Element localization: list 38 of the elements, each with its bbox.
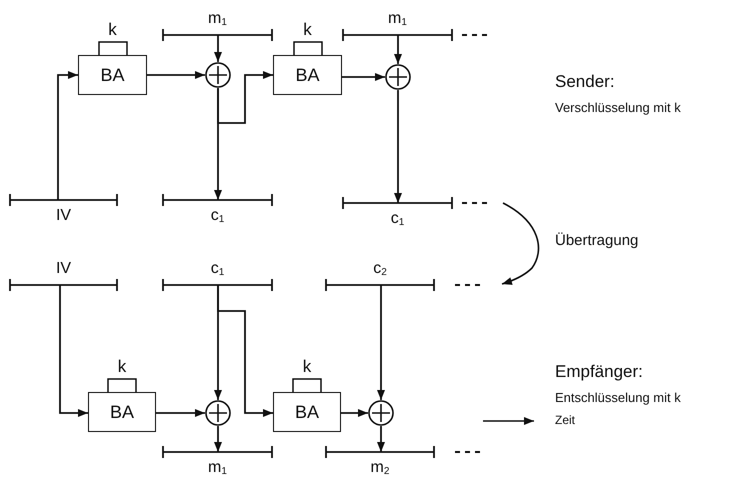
- arrow: [214, 35, 222, 62]
- section-heading: Sender:: [555, 72, 615, 92]
- data-label: c$_{2}$: [372, 259, 388, 279]
- section-heading: Empfänger:: [555, 362, 643, 382]
- data-label: m$_{1}$: [207, 458, 228, 478]
- section-description: Verschlüsselung mit k: [555, 100, 681, 115]
- arrow: [214, 426, 222, 452]
- key-label: k: [107, 21, 118, 39]
- data-label: c$_{1}$: [210, 206, 226, 226]
- key-label: k: [116, 358, 128, 376]
- time-label: Zeit: [555, 413, 576, 427]
- data-label: m$_{1}$: [207, 9, 228, 29]
- data-label: m$_{2}$: [370, 458, 390, 478]
- arrow: [217, 71, 273, 124]
- data-label: c$_{1}$: [210, 259, 226, 279]
- arrow: [377, 285, 385, 400]
- data-label: c$_{1}$: [390, 209, 406, 229]
- arrow: [377, 426, 385, 452]
- block-cipher-box: BA: [273, 55, 342, 95]
- arrow: [342, 73, 385, 81]
- arrow: [341, 409, 368, 417]
- block-cipher-box: BA: [273, 392, 341, 432]
- arrow: [394, 35, 402, 64]
- data-label: IV: [54, 259, 72, 279]
- arrow: [156, 409, 205, 417]
- arrow: [59, 285, 88, 417]
- block-cipher-box: BA: [78, 55, 147, 95]
- block-cipher-box: BA: [88, 392, 156, 432]
- arrow: [394, 90, 402, 203]
- key-label: k: [302, 358, 312, 376]
- data-label: IV: [54, 206, 72, 226]
- section-description: Entschlüsselung mit k: [555, 390, 681, 405]
- key-label: k: [302, 21, 313, 39]
- transmission-label: Übertragung: [555, 232, 638, 249]
- arrow: [57, 71, 78, 200]
- arrow: [147, 71, 205, 79]
- data-label: m$_{1}$: [387, 9, 408, 29]
- arrow: [217, 285, 273, 417]
